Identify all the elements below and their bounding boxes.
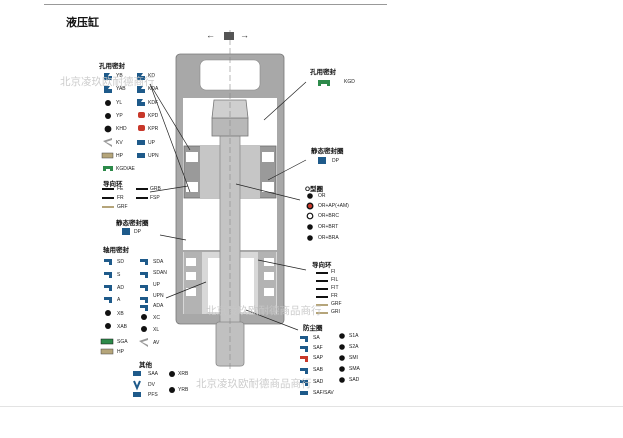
watermark-text: 北京凌玖欧耐德商品商行 — [206, 305, 322, 317]
legend-label: HP — [117, 349, 124, 355]
legend-label: SMA — [349, 366, 360, 372]
legend-label: S2A — [349, 344, 359, 350]
legend-label: SD — [117, 259, 124, 265]
legend-label: GRI — [331, 309, 340, 315]
legend-label: SAD — [349, 377, 360, 383]
legend-label: KPD — [148, 113, 159, 119]
legend-label: XB — [117, 311, 124, 317]
legend-label: A — [117, 297, 121, 303]
legend-label: XRB — [178, 371, 189, 377]
legend-label: DV — [148, 382, 155, 388]
legend-label: KGD/AE — [116, 166, 135, 172]
legend-label: UPN — [148, 153, 159, 159]
arrow-left-icon: ← — [206, 30, 215, 40]
legend-label: SGA — [117, 339, 128, 345]
watermark-text: 北京凌玖欧耐德商行 — [60, 76, 155, 88]
static-right-title: 静态密封圈 — [311, 148, 344, 155]
legend-label: GRF — [331, 301, 342, 307]
legend-label: SDA — [153, 259, 164, 265]
legend-label: SAF — [313, 345, 323, 351]
legend-label: ADA — [153, 303, 164, 309]
o-rings-title: O型圈 — [305, 186, 324, 193]
legend-label: SA — [313, 335, 320, 341]
legend-label: OR+AP(+AM) — [318, 203, 349, 209]
legend-label: GRF — [117, 204, 128, 210]
others-title: 其他 — [139, 362, 152, 369]
piston-rod — [211, 30, 249, 370]
guide-left-title: 导向环 — [103, 181, 123, 188]
legend-label: FIT — [331, 285, 339, 291]
legend-label: PFS — [148, 392, 158, 398]
legend-label: GRB — [150, 186, 161, 192]
legend-label: KD — [148, 73, 155, 79]
legend-label: KGD — [344, 79, 355, 85]
legend-label: SAP — [313, 355, 324, 361]
legend-label: FSP — [150, 195, 160, 201]
legend-label: SAF/SAV — [313, 390, 334, 396]
guide-right-title: 导向环 — [312, 262, 332, 269]
legend-label: FR — [117, 195, 124, 201]
legend-label: OR+BRA — [318, 235, 339, 241]
legend-label: DP — [332, 158, 339, 164]
legend-label: YP — [116, 113, 123, 119]
legend-label: UP — [148, 140, 155, 146]
arrow-right-icon: → — [240, 30, 249, 40]
legend-label: YB — [116, 73, 123, 79]
legend-label: OR — [318, 193, 326, 199]
legend-label: FI — [331, 269, 336, 275]
legend-label: FIL — [331, 277, 339, 283]
static-left-title: 静态密封圈 — [116, 220, 149, 227]
wipers-title: 防尘圈 — [303, 325, 323, 332]
legend-label: SAA — [148, 371, 159, 377]
legend-label: FR — [331, 293, 338, 299]
legend-label: KV — [116, 140, 123, 146]
legend-label: XC — [153, 315, 160, 321]
legend-label: UP — [153, 282, 160, 288]
legend-label: YL — [116, 100, 123, 106]
legend-label: AD — [117, 285, 124, 291]
diagram-title: 液压缸 — [66, 17, 99, 29]
legend-label: S1A — [349, 333, 359, 339]
legend-label: OR+BRC — [318, 213, 339, 219]
legend-label: S — [117, 272, 121, 278]
bottom-rule — [0, 406, 623, 407]
legend-label: KDA — [148, 86, 159, 92]
watermark-text: 北京凌玖欧耐德商品商行 — [196, 378, 312, 390]
seal-glyphs — [100, 32, 345, 397]
legend-label: OR+BRT — [318, 224, 339, 230]
legend-label: SAB — [313, 367, 324, 373]
legend-label: UPN — [153, 293, 164, 299]
legend-label: AV — [153, 340, 160, 346]
legend-label: KPR — [148, 126, 159, 132]
legend-label: SMI — [349, 355, 358, 361]
legend-label: XL — [153, 327, 160, 333]
legend-label: KDF — [148, 100, 158, 106]
legend-label: SAD — [313, 379, 324, 385]
bore-seal-right-title: 孔用密封 — [310, 69, 336, 76]
rod-seals-title: 轴用密封 — [103, 247, 129, 254]
top-rule — [44, 4, 387, 5]
legend-label: KHD — [116, 126, 127, 132]
legend-label: YAB — [116, 86, 126, 92]
legend-label: XAB — [117, 324, 128, 330]
legend-label: DP — [134, 229, 141, 235]
bore-seals-title: 孔用密封 — [99, 63, 125, 70]
legend-label: SDAN — [153, 270, 167, 276]
leader-lines — [149, 81, 307, 331]
legend-label: HP — [116, 153, 123, 159]
legend-label: YRB — [178, 387, 189, 393]
legend-label: FE — [117, 186, 124, 192]
